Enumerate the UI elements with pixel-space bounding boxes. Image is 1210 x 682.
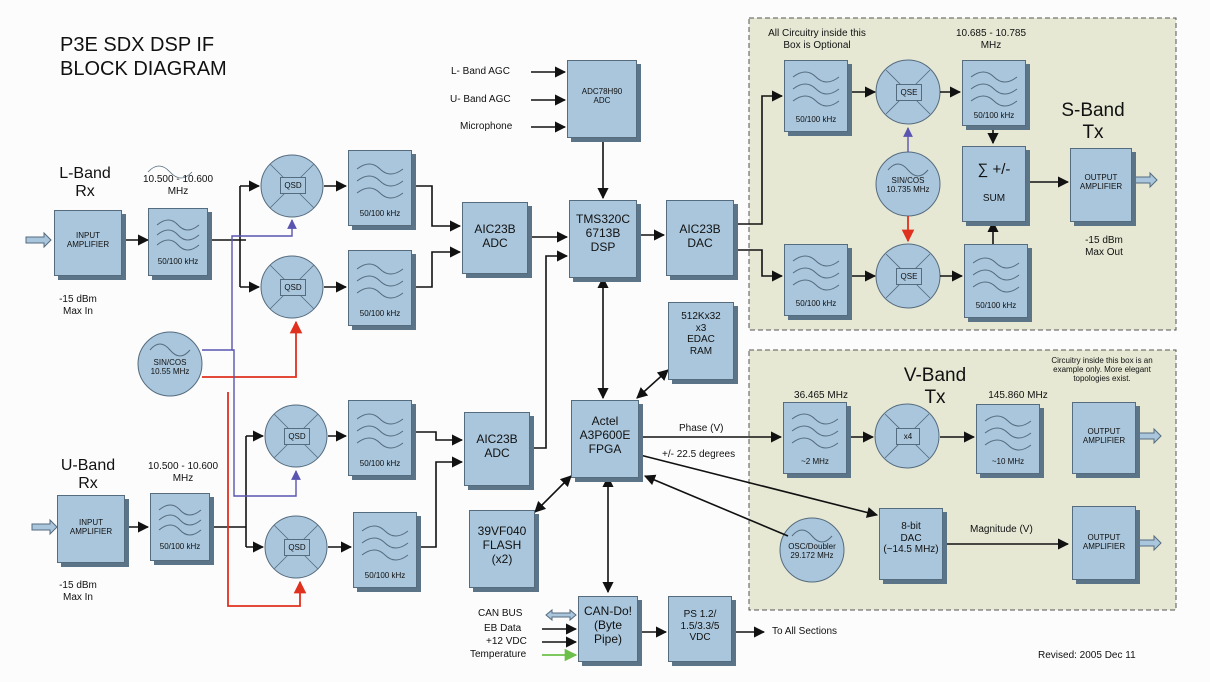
lband-agc-label: L- Band AGC	[451, 66, 510, 77]
sband-filter-bottom: 50/100 kHz	[784, 244, 848, 316]
uband-input-amplifier: INPUT AMPLIFIER	[57, 495, 125, 563]
vdc12-label: +12 VDC	[486, 636, 527, 647]
qse-bottom: QSE	[896, 268, 922, 285]
filter-symbol-icon	[791, 413, 839, 449]
dsp-block: TMS320C 6713B DSP	[569, 200, 637, 278]
rx-filter-4: 50/100 kHz	[353, 512, 417, 588]
vband-freq-in: 36.465 MHz	[794, 390, 848, 401]
vband-output-amplifier: OUTPUT AMPLIFIER	[1072, 402, 1136, 474]
diagram-title: P3E SDX DSP IF BLOCK DIAGRAM	[60, 34, 227, 80]
ps-block: PS 1.2/ 1.5/3.3/5 VDC	[668, 596, 732, 662]
rx-filter-3: 50/100 kHz	[348, 400, 412, 476]
sum-symbol: ∑ +/-	[977, 161, 1011, 178]
qsd-uband-q: QSD	[284, 539, 310, 556]
degrees-label: +/- 22.5 degrees	[662, 449, 736, 460]
qsd-lband-i: QSD	[280, 177, 306, 194]
qse-top: QSE	[896, 84, 922, 101]
uband-power-label: -15 dBm Max In	[59, 580, 97, 603]
filter-symbol-icon	[356, 163, 404, 199]
rx-sincos-circle	[137, 331, 203, 397]
adc-bottom: AIC23B ADC	[464, 412, 530, 486]
magnitude-output-amplifier: OUTPUT AMPLIFIER	[1072, 506, 1136, 580]
rx-filter-1: 50/100 kHz	[348, 150, 412, 226]
filter-symbol-icon	[792, 255, 840, 291]
uband-agc-label: U- Band AGC	[450, 94, 511, 105]
sum-block: ∑ +/- SUM	[962, 146, 1026, 222]
revised-label: Revised: 2005 Dec 11	[1038, 650, 1136, 661]
filter-symbol-icon	[356, 413, 404, 449]
tx-sincos-label: SIN/COS 10.735 MHz	[886, 176, 930, 195]
lband-power-label: -15 dBm Max In	[59, 294, 97, 317]
adc-top: AIC23B ADC	[462, 202, 528, 274]
vband-filter-in: ~2 MHz	[783, 402, 847, 474]
uband-rx-label: U-Band Rx	[60, 457, 116, 493]
vband-note: Circuitry inside this box is an example …	[1051, 356, 1153, 384]
adc78h90: ADC78H90 ADC	[567, 60, 637, 138]
filter-symbol-icon	[356, 263, 404, 299]
rx-filter-2: 50/100 kHz	[348, 250, 412, 326]
sband-note: All Circuitry inside this Box is Optiona…	[768, 28, 866, 51]
vband-tx-label: V-Band Tx	[903, 365, 967, 408]
uband-input-arrow	[31, 518, 58, 536]
can-bus-arrow	[545, 608, 577, 622]
dac-block: AIC23B DAC	[666, 200, 734, 276]
to-all-sections-label: To All Sections	[772, 626, 838, 637]
phase-label: Phase (V)	[679, 423, 724, 434]
sband-freq-label: 10.685 - 10.785 MHz	[955, 28, 1027, 51]
magnitude-label: Magnitude (V)	[970, 524, 1033, 535]
lband-rx-label: L-Band Rx	[59, 165, 111, 201]
rx-sincos-label: SIN/COS 10.55 MHz	[150, 358, 190, 377]
x4-multiplier: x4	[896, 428, 920, 445]
filter-symbol-icon	[972, 257, 1020, 293]
filter-symbol-icon	[984, 415, 1032, 451]
sband-filter-lower-right: 50/100 kHz	[964, 244, 1028, 318]
flash-block: 39VF040 FLASH (x2)	[469, 510, 535, 588]
osc-doubler-label: OSC/Doubler 29.172 MHz	[788, 542, 836, 561]
lband-freq-label: 10.500 - 10.600 MHz	[142, 174, 214, 197]
filter-symbol-icon	[156, 219, 200, 251]
uband-filter: 50/100 kHz	[150, 493, 210, 561]
sband-output-arrow	[1131, 171, 1158, 189]
osc-doubler-circle	[779, 517, 845, 583]
sband-out-power: -15 dBm Max Out	[1085, 235, 1123, 258]
filter-symbol-icon	[970, 71, 1018, 107]
eb-data-label: EB Data	[484, 623, 522, 634]
cando-block: CAN-Do! (Byte Pipe)	[578, 596, 638, 662]
vband-output-arrow	[1135, 427, 1162, 445]
sband-filter-upper-right: 50/100 kHz	[962, 60, 1026, 126]
vband-8bit-dac: 8-bit DAC (~14.5 MHz)	[879, 508, 943, 580]
fpga-block: Actel A3P600E FPGA	[571, 400, 639, 478]
qsd-lband-q: QSD	[280, 279, 306, 296]
filter-symbol-icon	[158, 504, 202, 536]
ram-block: 512Kx32 x3 EDAC RAM	[668, 302, 734, 380]
can-bus-label: CAN BUS	[478, 608, 523, 619]
lband-input-arrow	[25, 231, 52, 249]
filter-symbol-icon	[792, 71, 840, 107]
mag-output-arrow	[1135, 534, 1162, 552]
microphone-label: Microphone	[460, 121, 513, 132]
sband-filter-top: 50/100 kHz	[784, 60, 848, 132]
lband-filter: 50/100 kHz	[148, 208, 208, 276]
vband-freq-out: 145.860 MHz	[988, 390, 1048, 401]
filter-symbol-icon	[361, 525, 409, 561]
lband-input-amplifier: INPUT AMPLIFIER	[54, 210, 122, 276]
qsd-uband-i: QSD	[284, 428, 310, 445]
sband-output-amplifier: OUTPUT AMPLIFIER	[1070, 148, 1132, 222]
vband-filter-out: ~10 MHz	[976, 404, 1040, 474]
temperature-label: Temperature	[470, 649, 527, 660]
sband-tx-label: S-Band Tx	[1061, 100, 1125, 143]
uband-freq-label: 10.500 - 10.600 MHz	[147, 461, 219, 484]
